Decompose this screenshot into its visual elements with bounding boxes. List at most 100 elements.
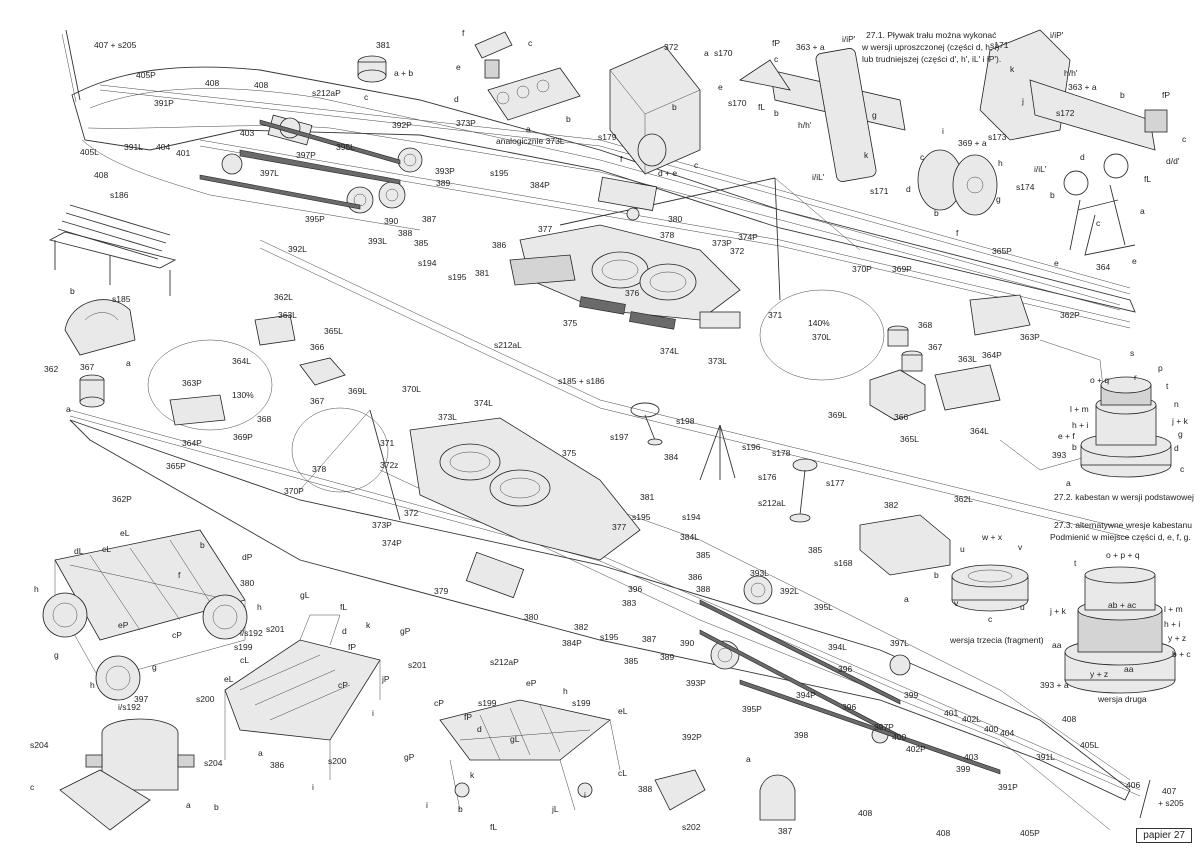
part-366-left xyxy=(299,357,346,386)
scale-140: 140% xyxy=(808,318,830,328)
label: 371 xyxy=(768,310,782,320)
label: 401 xyxy=(176,148,190,158)
label: 399 xyxy=(904,690,918,700)
label: p xyxy=(1158,363,1163,373)
label: b xyxy=(214,802,219,812)
label: r xyxy=(1134,372,1137,382)
label: 379 xyxy=(434,586,448,596)
label: 377 xyxy=(538,224,552,234)
part-s197-wheel xyxy=(630,402,663,446)
label: e xyxy=(718,82,723,92)
label: c xyxy=(30,782,35,792)
label: 367 xyxy=(928,342,942,352)
label: b xyxy=(1072,442,1077,452)
label: e xyxy=(1132,256,1137,266)
part-labels: 407 + s205 405P 408 408 391P 405L 391L 4… xyxy=(30,28,1194,838)
label: 393L xyxy=(750,568,769,578)
label: 368 xyxy=(257,414,271,424)
label: 408 xyxy=(94,170,108,180)
label: s202 xyxy=(682,822,701,832)
label: s174 xyxy=(1016,182,1035,192)
label: 405P xyxy=(1020,828,1040,838)
label: 364L xyxy=(970,426,989,436)
label: 377 xyxy=(612,522,626,532)
label: cL xyxy=(102,544,111,554)
label: eL xyxy=(120,528,130,538)
label: a xyxy=(66,404,71,414)
label: s195 xyxy=(490,168,509,178)
label: s201 xyxy=(266,624,285,634)
label: 372 xyxy=(730,246,744,256)
label: jL xyxy=(551,804,559,814)
label: 391L xyxy=(124,142,143,152)
label: s186 xyxy=(110,190,129,200)
label: 364P xyxy=(182,438,202,448)
label: b + c xyxy=(1172,649,1191,659)
label: 400 xyxy=(984,724,998,734)
part-362 xyxy=(64,299,136,356)
label: 373L xyxy=(438,412,457,422)
label: a + b xyxy=(394,68,413,78)
label: 385 xyxy=(808,545,822,555)
label: f xyxy=(620,154,623,164)
label: 369 + a xyxy=(958,138,987,148)
label: a xyxy=(126,358,131,368)
label: b xyxy=(70,286,75,296)
part-364 xyxy=(1063,153,1136,256)
label: s170 xyxy=(714,48,733,58)
label: 400 xyxy=(892,732,906,742)
label: 363P xyxy=(182,378,202,388)
label: 401 xyxy=(944,708,958,718)
label: eP xyxy=(526,678,537,688)
label: 370L xyxy=(402,384,421,394)
part-372 xyxy=(609,45,701,175)
label: 405L xyxy=(80,147,99,157)
label: c xyxy=(1182,134,1187,144)
part-s199-cradle xyxy=(439,699,621,811)
label: fP xyxy=(1162,90,1170,100)
label: cP xyxy=(338,680,348,690)
note-v3: wersja trzecia (fragment) xyxy=(949,635,1044,645)
part-373P xyxy=(474,31,581,121)
part-s186-bench xyxy=(48,204,177,296)
label: 392L xyxy=(288,244,307,254)
label: 362P xyxy=(112,494,132,504)
label: h xyxy=(90,680,95,690)
label: i/s192 xyxy=(118,702,141,712)
label: 398 xyxy=(794,730,808,740)
label: 369P xyxy=(892,264,912,274)
label: 376 xyxy=(625,288,639,298)
part-369 xyxy=(917,149,998,216)
label: jP xyxy=(381,674,390,684)
label: h + i xyxy=(1164,619,1180,629)
part-363 xyxy=(738,48,906,182)
label: v xyxy=(954,598,959,608)
label: b xyxy=(1050,190,1055,200)
label: 365L xyxy=(900,434,919,444)
label: d xyxy=(477,724,482,734)
label: 381 xyxy=(640,492,654,502)
label: eL xyxy=(618,706,628,716)
label: 373L xyxy=(708,356,727,366)
part-s176 xyxy=(789,458,818,523)
label: 369L xyxy=(348,386,367,396)
label: 391L xyxy=(1036,752,1055,762)
label: i/iL' xyxy=(812,172,825,182)
label: 384P xyxy=(562,638,582,648)
label: b xyxy=(566,114,571,124)
label: g xyxy=(996,194,1001,204)
label: a xyxy=(258,748,263,758)
label: 363L xyxy=(958,354,977,364)
part-366 xyxy=(869,369,926,421)
label: j xyxy=(1021,96,1024,106)
label: 388 xyxy=(696,584,710,594)
label: 385 xyxy=(414,238,428,248)
label: 397L xyxy=(890,638,909,648)
label: b xyxy=(934,208,939,218)
label: c xyxy=(1096,218,1101,228)
label: h/h' xyxy=(798,120,812,130)
label: y + z xyxy=(1168,633,1186,643)
label: d xyxy=(342,626,347,636)
label: 362L xyxy=(954,494,973,504)
label: d/d' xyxy=(1166,156,1180,166)
